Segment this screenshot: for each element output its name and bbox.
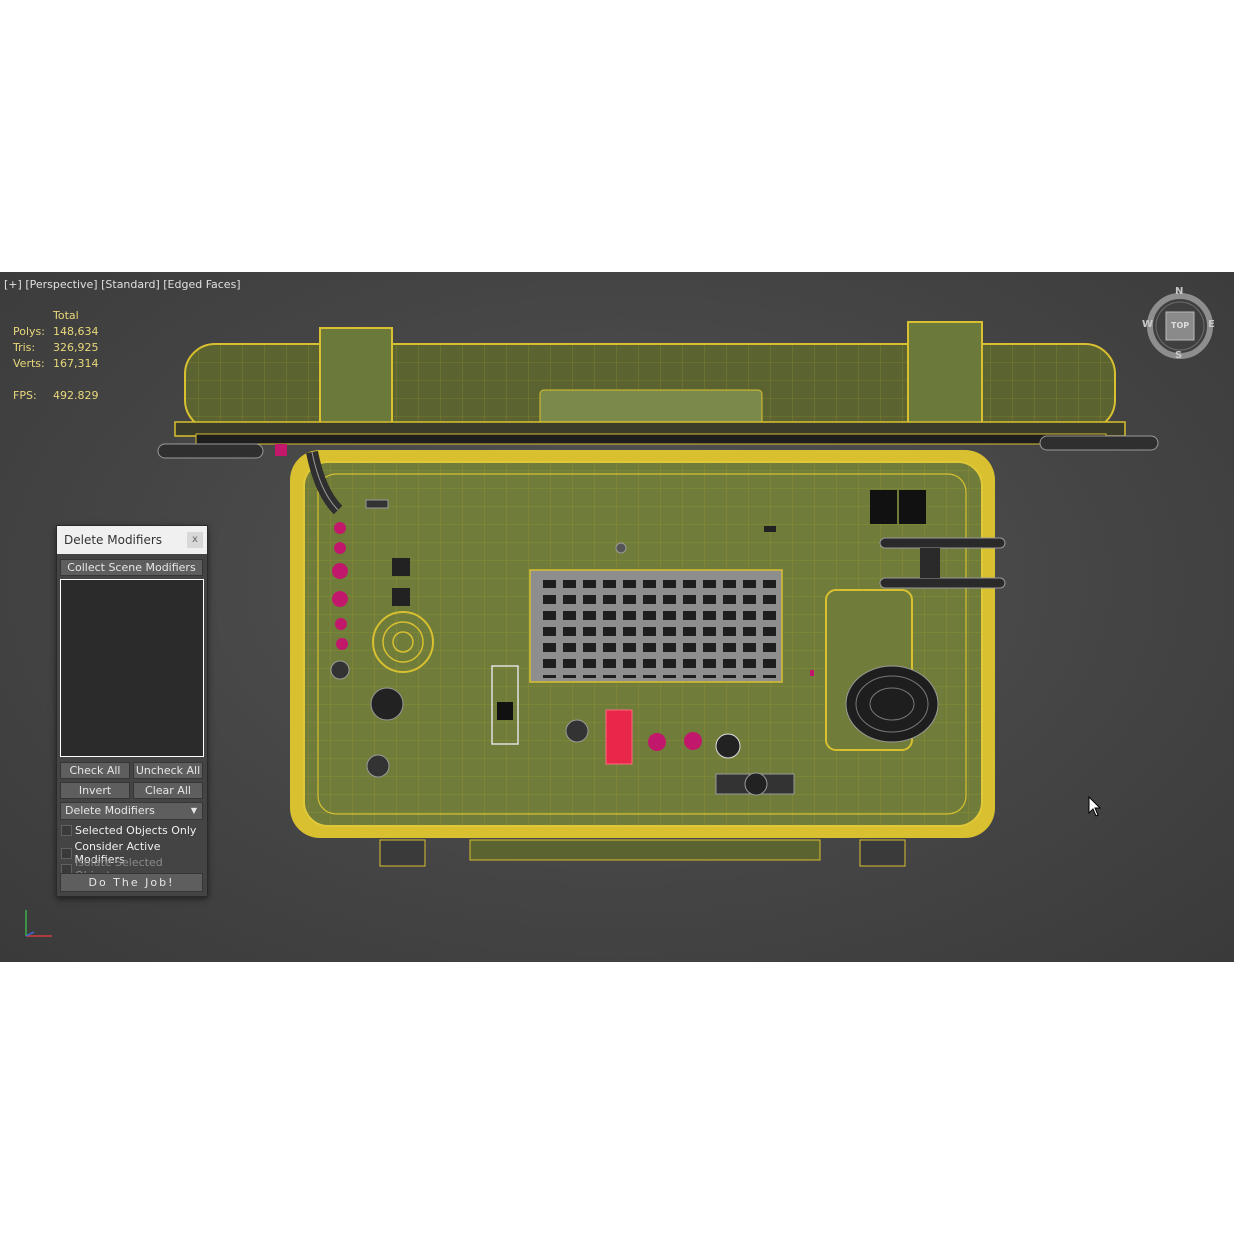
statistics-overlay: Total Polys: 148,634 Tris: 326,925 Verts: 1… [13, 308, 99, 404]
speaker-dome [845, 665, 939, 743]
stats-header: Total [53, 309, 79, 322]
action-dropdown-value: Delete Modifiers [65, 804, 155, 817]
dialog-title: Delete Modifiers [64, 533, 163, 547]
viewport-label-menu[interactable]: [+] [Perspective] [Standard] [Edged Face… [4, 278, 241, 291]
dialog-titlebar[interactable]: Delete Modifiers x [57, 526, 207, 554]
viewport-display-menu[interactable]: [Edged Faces] [163, 278, 241, 291]
verts-label: Verts: [13, 357, 45, 370]
axis-tripod-icon [25, 910, 52, 937]
compass-north[interactable]: N [1175, 286, 1184, 297]
viewport-plus-menu[interactable]: [+] [4, 278, 22, 291]
verts-value: 167,314 [53, 357, 99, 370]
fps-label: FPS: [13, 389, 37, 402]
bottom-controls [491, 526, 814, 796]
uncheck-all-button[interactable]: Uncheck All [133, 762, 203, 779]
selected-objects-only-checkbox[interactable]: Selected Objects Only [61, 824, 196, 837]
viewcube[interactable]: N S E W TOP [1142, 286, 1216, 368]
polys-label: Polys: [13, 325, 45, 338]
check-all-button[interactable]: Check All [60, 762, 130, 779]
3d-viewport[interactable]: [+] [Perspective] [Standard] [Edged Face… [0, 272, 1234, 962]
antenna-connectors [879, 537, 1006, 589]
modifier-list[interactable] [60, 579, 204, 757]
invert-button[interactable]: Invert [60, 782, 130, 799]
left-connectors [330, 499, 434, 778]
viewport-shading-menu[interactable]: [Standard] [101, 278, 160, 291]
axis-tripod [20, 904, 60, 944]
compass-ring-icon [1147, 293, 1213, 359]
close-button[interactable]: x [187, 532, 203, 548]
action-dropdown[interactable]: Delete Modifiers ▼ [60, 802, 203, 820]
mouse-cursor-icon [1088, 796, 1102, 817]
compass-west[interactable]: W [1142, 319, 1154, 330]
keyboard [529, 569, 783, 683]
checkbox-label: Selected Objects Only [75, 824, 197, 837]
tris-label: Tris: [13, 341, 36, 354]
dropdown-arrow-icon: ▼ [190, 806, 197, 815]
compass-east[interactable]: E [1208, 319, 1215, 330]
checkbox-label: Consider Active Modifiers [74, 840, 161, 866]
viewport-view-menu[interactable]: [Perspective] [25, 278, 98, 291]
fps-value: 492.829 [53, 389, 99, 402]
compass-south[interactable]: S [1175, 350, 1183, 361]
clear-all-button[interactable]: Clear All [133, 782, 203, 799]
wireframe-case-model[interactable] [0, 272, 1234, 962]
case-lid [157, 321, 1159, 459]
checkbox-box[interactable] [61, 847, 72, 859]
delete-modifiers-dialog[interactable]: Delete Modifiers x Collect Scene Modifie… [56, 525, 208, 897]
viewcube-top-face[interactable]: TOP [1171, 321, 1190, 330]
tris-value: 326,925 [53, 341, 99, 354]
collect-scene-modifiers-button[interactable]: Collect Scene Modifiers [60, 559, 203, 576]
do-the-job-button[interactable]: Do The Job! [60, 873, 203, 892]
checkbox-box[interactable] [61, 825, 72, 836]
polys-value: 148,634 [53, 325, 99, 338]
consider-active-modifiers-checkbox[interactable]: Consider Active Modifiers [61, 840, 207, 866]
